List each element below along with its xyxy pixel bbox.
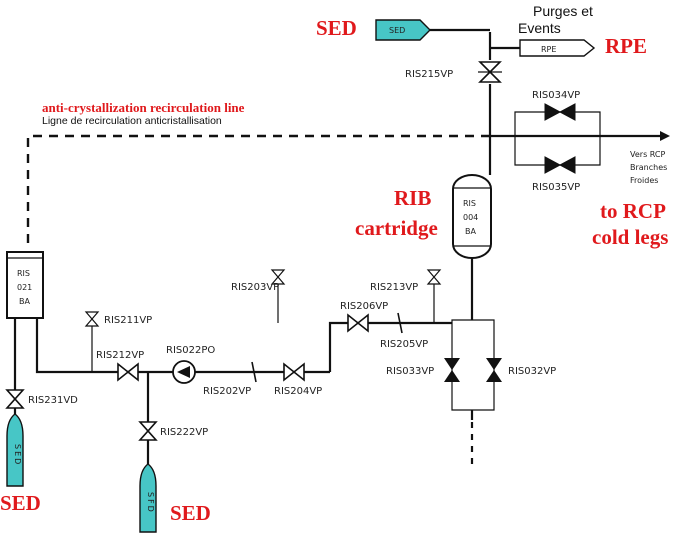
annotation-to-rcp-line1: to RCP <box>600 199 666 223</box>
label-ris215vp: RIS215VP <box>405 69 453 80</box>
label-ris202vp: RIS202VP <box>203 386 251 397</box>
annotation-anti-crystallization-en: anti-crystallization recirculation line <box>42 100 245 115</box>
svg-text:BA: BA <box>19 297 30 306</box>
label-ris022po: RIS022PO <box>166 345 215 356</box>
sed-tag-top: SED <box>375 19 431 41</box>
sfd-cylinder: SFD <box>139 463 157 533</box>
annotation-purges-line2: Events <box>518 20 561 36</box>
annotation-vers-rcp-line3: Froides <box>630 176 658 185</box>
svg-text:SED: SED <box>13 444 22 466</box>
svg-text:SFD: SFD <box>146 492 155 514</box>
label-ris032vp: RIS032VP <box>508 366 556 377</box>
svg-text:RPE: RPE <box>541 45 556 54</box>
vent-ris203vp-icon <box>270 269 286 285</box>
annotation-vers-rcp-line1: Vers RCP <box>630 150 666 159</box>
label-ris206vp: RIS206VP <box>340 301 388 312</box>
ris004ba-cartridge: RIS 004 BA <box>452 174 492 259</box>
vent-ris211vp-icon <box>84 311 100 327</box>
annotation-sed-bottom-left: SED <box>0 491 41 515</box>
sed-cylinder-left: SED <box>6 413 24 487</box>
label-ris205vp: RIS205VP <box>380 339 428 350</box>
valve-ris215vp-icon <box>478 61 502 83</box>
annotation-rpe: RPE <box>605 34 647 58</box>
vent-ris213vp-icon <box>426 269 442 285</box>
svg-text:004: 004 <box>463 213 478 222</box>
label-ris211vp: RIS211VP <box>104 315 152 326</box>
annotation-to-rcp-line2: cold legs <box>592 225 668 249</box>
check-valve-ris205vp-icon <box>397 312 414 334</box>
ris021ba-tank: RIS 021 BA <box>6 251 44 319</box>
label-ris203vp: RIS203VP <box>231 282 279 293</box>
label-ris204vp: RIS204VP <box>274 386 322 397</box>
valve-ris033vp-icon <box>444 358 460 382</box>
label-ris212vp: RIS212VP <box>96 350 144 361</box>
annotation-rib-line2: cartridge <box>355 216 438 240</box>
valve-ris222vp-icon <box>138 421 158 441</box>
valve-ris212vp-icon <box>117 362 139 382</box>
pump-ris022po-icon <box>172 360 196 384</box>
annotation-purges-line1: Purges et <box>533 3 593 19</box>
valve-ris206vp-icon <box>347 313 369 333</box>
check-valve-ris202vp-icon <box>251 361 266 383</box>
svg-text:RIS: RIS <box>17 269 30 278</box>
rpe-tag: RPE <box>519 39 596 57</box>
annotation-vers-rcp-line2: Branches <box>630 163 667 172</box>
annotation-anti-crystallization-fr: Ligne de recirculation anticristallisati… <box>42 115 222 127</box>
label-ris231vd: RIS231VD <box>28 395 78 406</box>
svg-text:BA: BA <box>465 227 476 236</box>
label-ris035vp: RIS035VP <box>532 182 580 193</box>
valve-ris231vd-icon <box>5 389 25 409</box>
svg-text:021: 021 <box>17 283 32 292</box>
label-ris033vp: RIS033VP <box>386 366 434 377</box>
valve-ris034vp-icon <box>544 103 576 121</box>
annotation-sed-bottom-mid: SED <box>170 501 211 525</box>
valve-ris032vp-icon <box>486 358 502 382</box>
svg-text:RIS: RIS <box>463 199 476 208</box>
label-ris034vp: RIS034VP <box>532 90 580 101</box>
annotation-sed-top: SED <box>316 16 357 40</box>
label-ris222vp: RIS222VP <box>160 427 208 438</box>
label-ris213vp: RIS213VP <box>370 282 418 293</box>
svg-text:SED: SED <box>389 26 405 35</box>
valve-ris035vp-icon <box>544 156 576 174</box>
valve-ris204vp-icon <box>283 362 305 382</box>
annotation-rib-line1: RIB <box>394 186 431 210</box>
